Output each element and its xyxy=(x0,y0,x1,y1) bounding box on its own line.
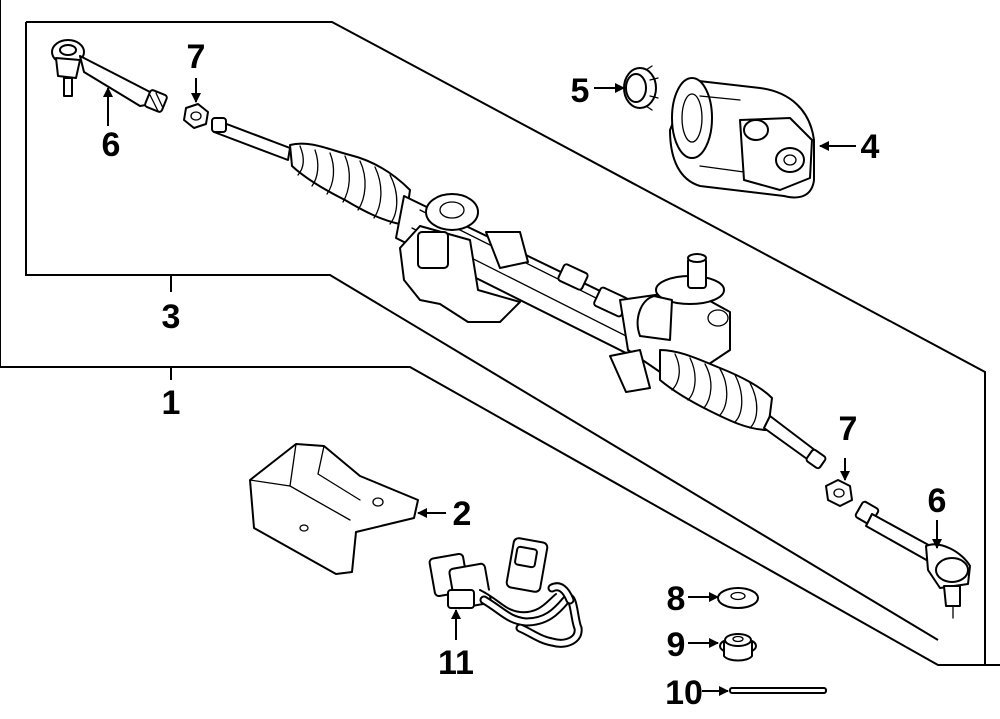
assembly-outline-3 xyxy=(26,21,986,665)
flange-nut xyxy=(719,633,757,662)
callout-4: 4 xyxy=(861,128,880,166)
assembly-outline-1 xyxy=(0,0,1000,666)
callout-6-right: 6 xyxy=(928,482,947,520)
callout-8: 8 xyxy=(667,580,686,618)
coupling-seal xyxy=(623,65,659,111)
heat-shield xyxy=(249,443,419,575)
washer xyxy=(717,587,759,609)
callout-7-right: 7 xyxy=(839,410,858,448)
callout-11: 11 xyxy=(438,644,474,682)
callout-9: 9 xyxy=(667,626,686,664)
callout-6-left: 6 xyxy=(102,126,121,164)
nut-right xyxy=(825,479,853,507)
tie-rod-end-right xyxy=(854,500,971,619)
wiring-harness xyxy=(428,537,583,648)
callout-10: 10 xyxy=(665,674,703,712)
callout-5: 5 xyxy=(571,72,590,110)
callout-7-left: 7 xyxy=(187,38,206,76)
nut-left xyxy=(183,103,209,129)
tie-rod-end-left xyxy=(51,39,168,113)
retaining-rod xyxy=(729,687,827,694)
steering-gear xyxy=(211,117,827,470)
callout-1: 1 xyxy=(162,384,181,422)
power-steering-motor xyxy=(669,77,815,199)
callout-3: 3 xyxy=(162,298,181,336)
callout-2: 2 xyxy=(453,495,472,533)
assembly-outline-3-bottom xyxy=(25,22,939,641)
